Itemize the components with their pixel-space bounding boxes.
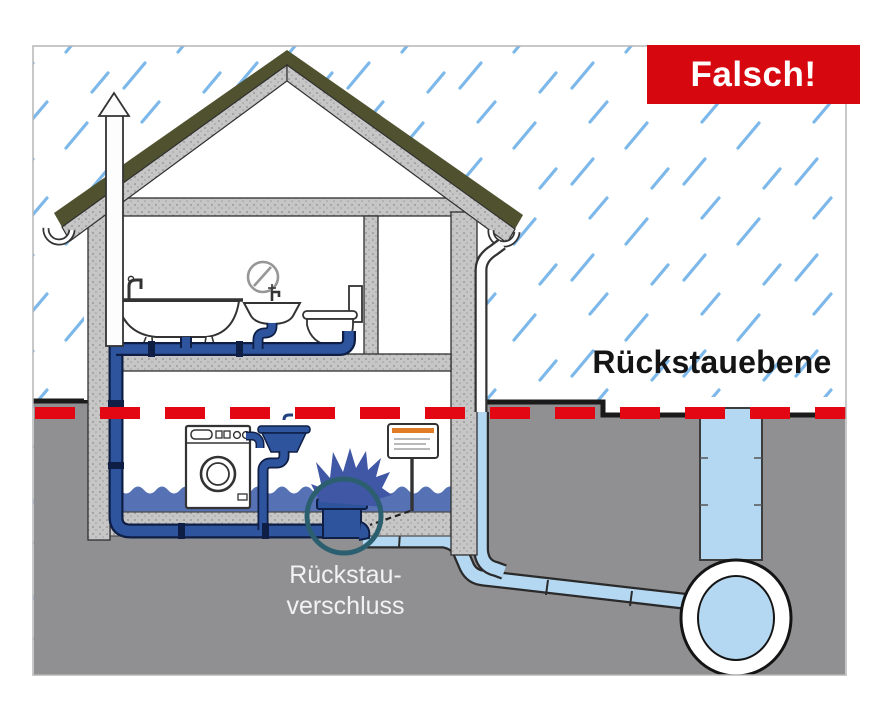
warning-badge: Falsch! (647, 45, 860, 104)
backflow-level-label: Rückstauebene (592, 344, 832, 380)
highlight-circle (304, 476, 384, 556)
control-cable (369, 509, 411, 527)
washing-machine (184, 424, 252, 510)
backflow-valve-label-line1: Rückstau- (289, 561, 402, 589)
detergent-drawer (190, 429, 213, 440)
flood-water (110, 486, 451, 513)
interior-wall (363, 215, 379, 359)
valve-control-box (369, 423, 439, 527)
roof-right-olive (287, 50, 523, 229)
sewage-pipes (108, 323, 356, 539)
bathroom-sink (242, 284, 302, 326)
ceiling-beam (87, 197, 478, 217)
bathroom-floor (109, 353, 452, 372)
downspout (474, 238, 506, 412)
backflow-valve-label-line2: verschluss (286, 592, 405, 620)
backflow-valve-label: Rückstau- verschluss (258, 560, 433, 622)
manhole-shaft (699, 407, 763, 561)
backflow-valve-icon (316, 498, 371, 541)
scene-border (32, 45, 847, 676)
machine-door (199, 455, 237, 493)
laundry-faucet (282, 413, 293, 421)
downspout-buried (473, 412, 507, 580)
vent-pipe (97, 91, 131, 347)
sink-faucet (270, 290, 281, 301)
mirror-icon (246, 260, 280, 294)
right-wall (450, 211, 478, 556)
manhole-chamber (679, 558, 793, 675)
laundry-sink (257, 413, 311, 453)
vent-arrow-icon (97, 91, 131, 117)
